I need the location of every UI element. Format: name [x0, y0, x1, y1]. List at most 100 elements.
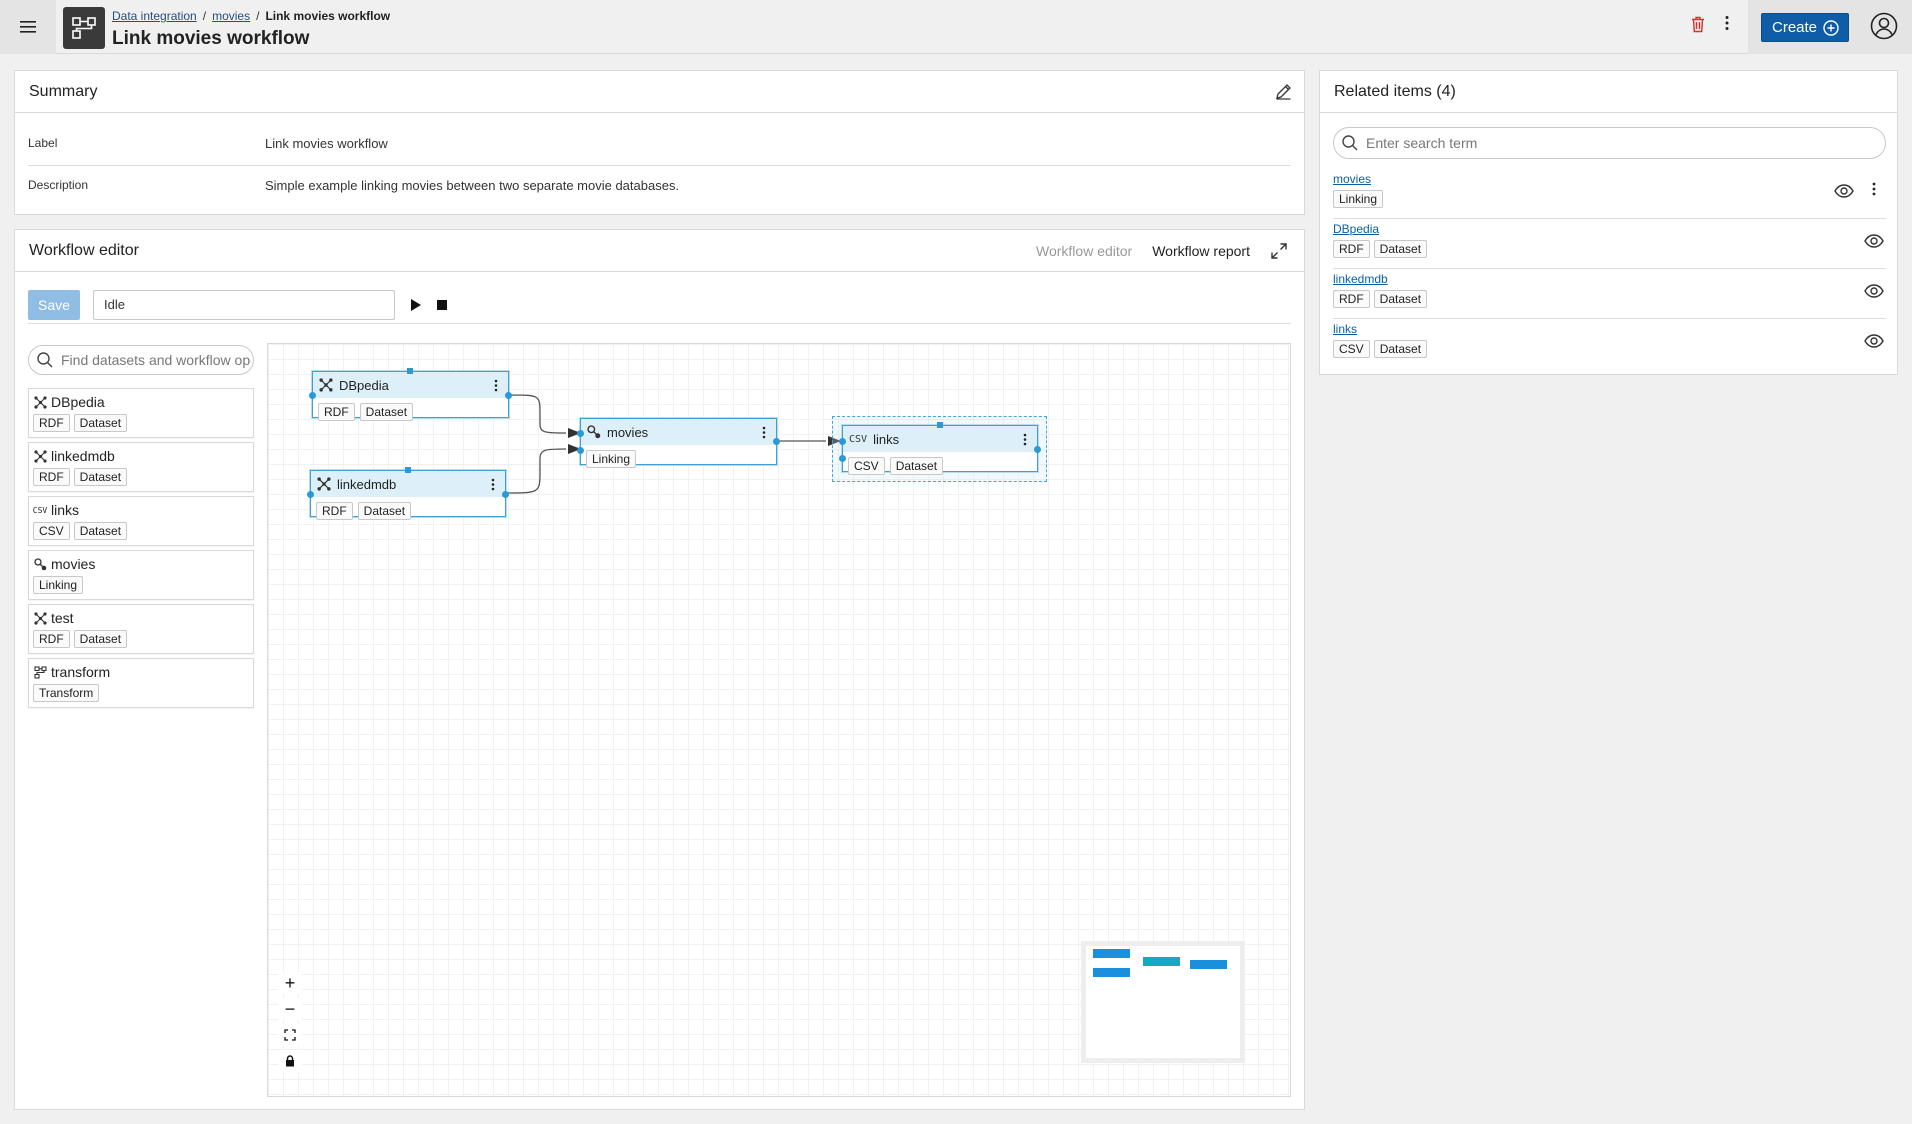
graph-icon [317, 477, 331, 491]
related-items-title: Related items (4) [1320, 71, 1897, 113]
output-port[interactable] [505, 392, 512, 399]
eye-icon [1834, 184, 1854, 198]
tag: Dataset [1373, 240, 1428, 258]
more-options-button[interactable] [1725, 15, 1729, 31]
catalog-item-dbpedia[interactable]: DBpedia RDF Dataset [28, 388, 254, 438]
node-menu-button[interactable] [491, 478, 495, 491]
input-port[interactable] [309, 392, 316, 399]
lock-button[interactable] [278, 1050, 302, 1072]
related-items-panel: Related items (4) movies Linking DBpedia… [1319, 70, 1898, 375]
operator-search-input[interactable] [61, 352, 251, 368]
catalog-item-linkedmdb[interactable]: linkedmdb RDF Dataset [28, 442, 254, 492]
node-label: linkedmdb [337, 476, 397, 492]
related-search-input[interactable] [1366, 135, 1846, 151]
config-port[interactable] [407, 368, 413, 374]
fit-view-button[interactable] [278, 1024, 302, 1046]
related-search[interactable] [1333, 127, 1886, 159]
run-button[interactable] [411, 299, 421, 311]
tag: RDF [33, 414, 70, 432]
user-icon [1870, 12, 1898, 40]
tag: RDF [1333, 240, 1370, 258]
output-port[interactable] [773, 438, 780, 445]
preview-button[interactable] [1864, 284, 1884, 298]
graph-icon [33, 611, 47, 625]
output-port[interactable] [1034, 446, 1041, 453]
node-menu-button[interactable] [762, 426, 766, 439]
preview-button[interactable] [1834, 184, 1854, 198]
csv-icon: CSV [849, 433, 868, 445]
workflow-status: Idle [93, 290, 395, 320]
operator-catalog: DBpedia RDF Dataset linkedmdb RDF Datase… [28, 388, 254, 712]
input-port[interactable] [307, 491, 314, 498]
summary-key: Description [28, 178, 89, 192]
preview-button[interactable] [1864, 334, 1884, 348]
user-menu-button[interactable] [1870, 12, 1898, 40]
hamburger-icon [20, 21, 36, 33]
tag: RDF [1333, 290, 1370, 308]
tab-workflow-report[interactable]: Workflow report [1152, 243, 1250, 259]
node-menu-button[interactable] [494, 379, 498, 392]
breadcrumb-separator: / [256, 9, 260, 23]
config-port[interactable] [405, 467, 411, 473]
list-item: linkedmdb RDF Dataset [1333, 269, 1886, 319]
related-item-menu-button[interactable] [1872, 182, 1876, 196]
catalog-item-test[interactable]: test RDF Dataset [28, 604, 254, 654]
tag: RDF [33, 468, 70, 486]
zoom-in-button[interactable]: + [278, 972, 302, 994]
related-item-link[interactable]: linkedmdb [1333, 272, 1388, 286]
breadcrumb: Data integration/movies/Link movies work… [112, 9, 390, 23]
input-port[interactable] [839, 438, 846, 445]
kebab-icon [1023, 433, 1027, 446]
eye-icon [1864, 284, 1884, 298]
create-button[interactable]: Create [1761, 13, 1849, 42]
lock-icon [286, 1055, 294, 1067]
related-item-link[interactable]: movies [1333, 172, 1372, 186]
kebab-icon [494, 379, 498, 392]
eye-icon [1864, 334, 1884, 348]
stop-icon[interactable] [437, 300, 447, 310]
operator-search[interactable] [28, 345, 254, 375]
save-button[interactable]: Save [28, 290, 80, 320]
input-port[interactable] [577, 447, 584, 454]
breadcrumb-data-integration[interactable]: Data integration [112, 9, 197, 23]
catalog-item-transform[interactable]: transform Transform [28, 658, 254, 708]
breadcrumb-movies[interactable]: movies [212, 9, 251, 23]
node-movies[interactable]: movies Linking [577, 418, 780, 468]
minimap[interactable] [1081, 941, 1245, 1063]
menu-button[interactable] [0, 0, 56, 54]
delete-button[interactable] [1691, 16, 1705, 33]
related-item-link[interactable]: DBpedia [1333, 222, 1380, 236]
input-port[interactable] [577, 430, 584, 437]
node-links[interactable]: CSV links CSV Dataset [839, 422, 1041, 475]
play-icon [411, 299, 421, 311]
catalog-item-links[interactable]: CSV links CSV Dataset [28, 496, 254, 546]
plus-circle-icon [1823, 19, 1839, 36]
preview-button[interactable] [1864, 234, 1884, 248]
tag: CSV [848, 457, 885, 475]
tag: Dataset [73, 414, 128, 432]
top-bar: Data integration/movies/Link movies work… [0, 0, 1912, 54]
fit-view-icon [284, 1029, 296, 1041]
node-linkedmdb[interactable]: linkedmdb RDF Dataset [307, 467, 509, 520]
summary-key: Label [28, 136, 58, 150]
tab-workflow-editor[interactable]: Workflow editor [1036, 243, 1133, 259]
trash-icon [1692, 16, 1704, 33]
edit-summary-button[interactable] [1275, 83, 1292, 100]
zoom-out-button[interactable]: − [278, 998, 302, 1020]
tag: Linking [586, 450, 637, 468]
output-port[interactable] [502, 491, 509, 498]
tag: Dataset [889, 457, 944, 475]
workflow-edges [505, 394, 841, 494]
fullscreen-button[interactable] [1270, 242, 1288, 260]
input-port[interactable] [839, 455, 846, 462]
workflow-canvas[interactable]: DBpedia RDF Dataset linkedmdb RDF Datase… [267, 343, 1291, 1097]
config-port[interactable] [937, 422, 943, 428]
node-dbpedia[interactable]: DBpedia RDF Dataset [309, 368, 512, 421]
tag: RDF [318, 403, 355, 421]
catalog-item-movies[interactable]: movies Linking [28, 550, 254, 600]
node-menu-button[interactable] [1023, 433, 1027, 446]
graph-icon [33, 395, 47, 409]
related-item-link[interactable]: links [1333, 322, 1358, 336]
catalog-item-label: transform [51, 664, 111, 680]
workflow-tabs: Workflow editor Workflow report [1036, 230, 1288, 272]
